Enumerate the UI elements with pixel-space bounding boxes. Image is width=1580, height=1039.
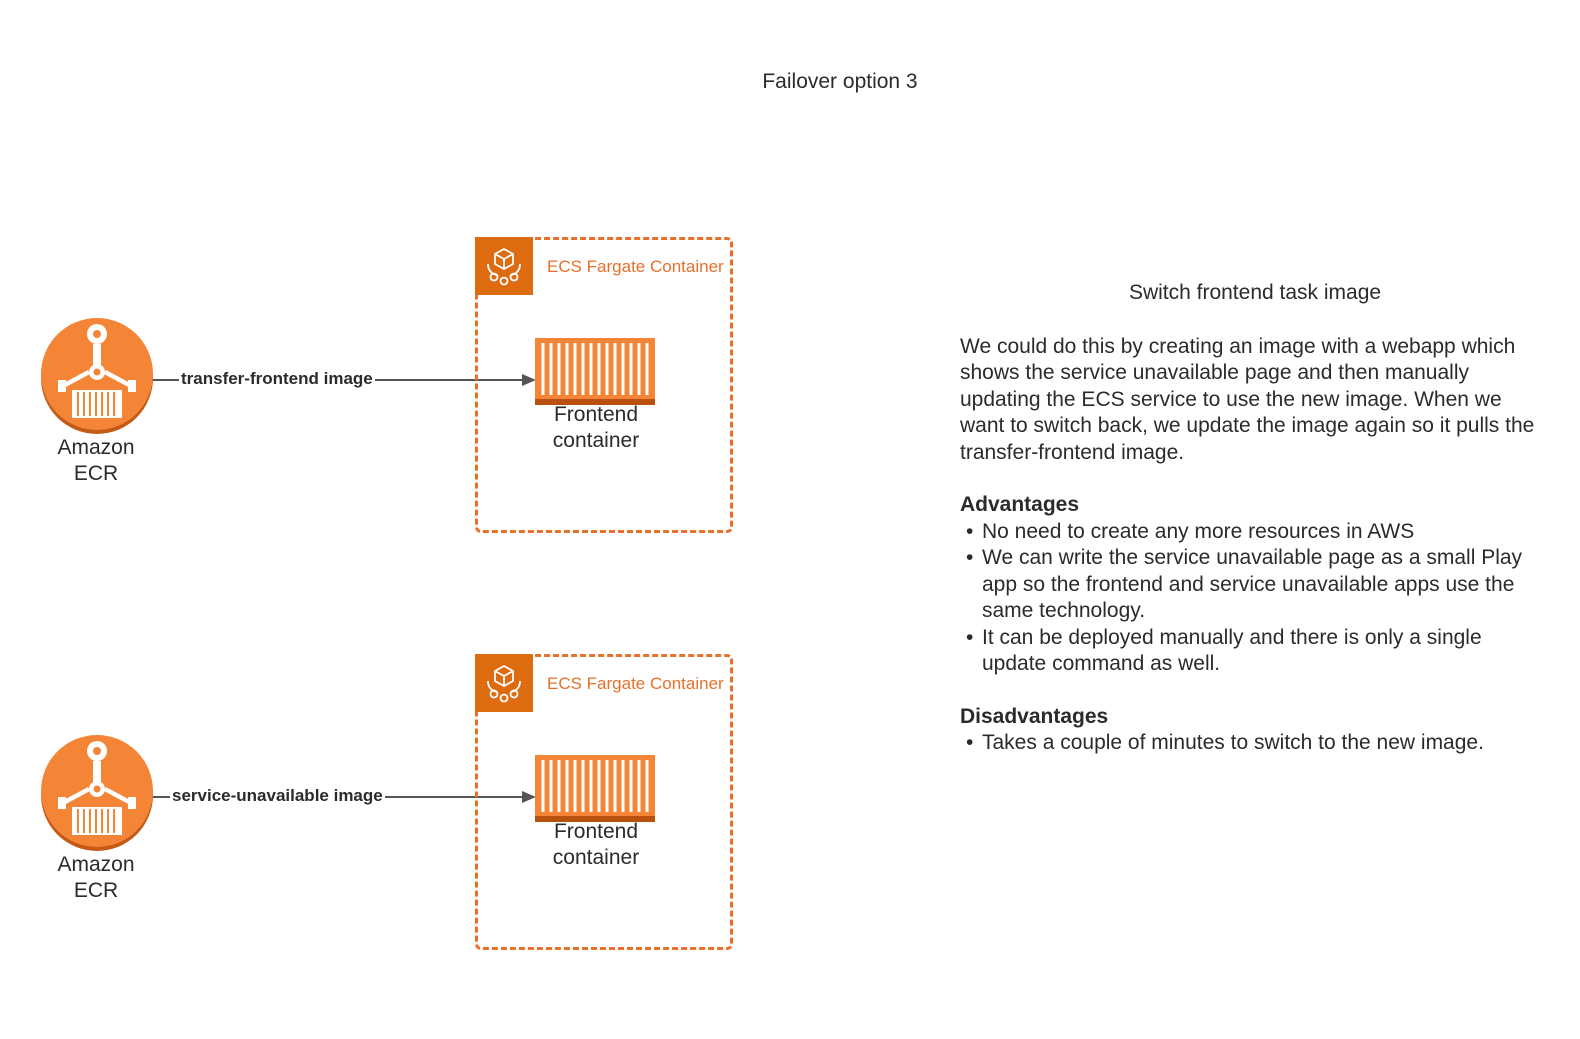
advantages-list: No need to create any more resources in … (960, 519, 1550, 678)
edge-label-2: service-unavailable image (170, 786, 385, 806)
ecr-icon (41, 735, 153, 851)
fargate-group (475, 654, 733, 950)
disadvantages-heading: Disadvantages (960, 704, 1109, 728)
ecr-label-line1: Amazon (57, 853, 135, 876)
advantage-item: We can write the service unavailable pag… (960, 545, 1550, 625)
ecr-label-line2: ECR (73, 462, 119, 485)
fargate-icon (475, 654, 533, 712)
disadvantage-item: Takes a couple of minutes to switch to t… (960, 730, 1550, 757)
container-label-line1: Frontend (553, 403, 639, 426)
container-label-line2: container (552, 429, 640, 452)
notes-heading: Switch frontend task image (1128, 281, 1382, 304)
ecr-label: Amazon ECR (26, 852, 166, 904)
advantage-item: No need to create any more resources in … (960, 519, 1550, 546)
fargate-group (475, 237, 733, 533)
notes-panel: Switch frontend task image We could do t… (960, 280, 1550, 783)
container-label-line1: Frontend (553, 820, 639, 843)
advantage-item: It can be deployed manually and there is… (960, 625, 1550, 678)
edge-label-1: transfer-frontend image (179, 369, 375, 389)
ecr-label-line1: Amazon (57, 436, 135, 459)
ecr-icon (41, 318, 153, 434)
fargate-icon (475, 237, 533, 295)
diagram-title: Failover option 3 (762, 70, 918, 93)
container-label: Frontend container (526, 819, 666, 871)
container-icon (535, 755, 655, 822)
advantages-heading: Advantages (960, 493, 1080, 516)
container-label: Frontend container (526, 402, 666, 454)
fargate-group-label: ECS Fargate Container (547, 257, 724, 276)
container-icon (535, 338, 655, 405)
ecr-label-line2: ECR (73, 879, 119, 902)
fargate-group-label: ECS Fargate Container (547, 674, 724, 693)
notes-paragraph: We could do this by creating an image wi… (960, 334, 1535, 464)
container-label-line2: container (552, 846, 640, 869)
ecr-label: Amazon ECR (26, 435, 166, 487)
disadvantages-list: Takes a couple of minutes to switch to t… (960, 730, 1550, 757)
